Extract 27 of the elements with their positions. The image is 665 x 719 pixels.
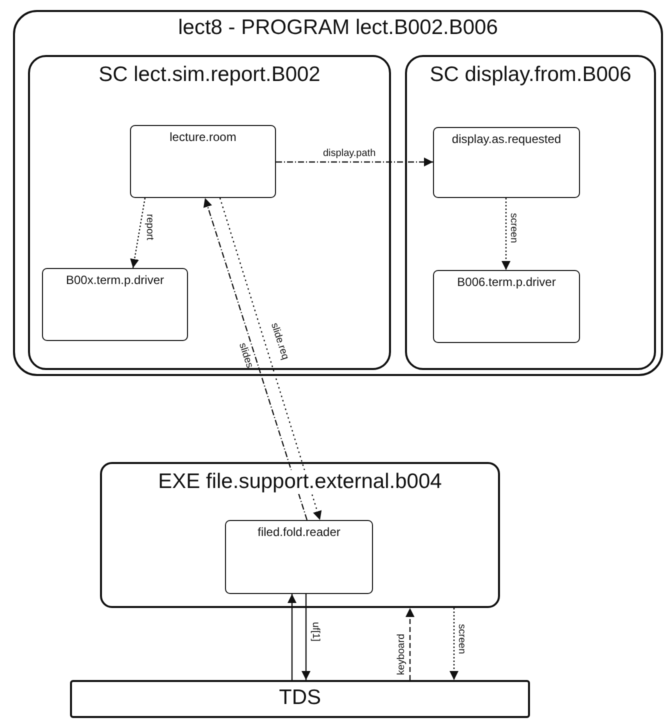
- arrow: [203, 198, 308, 520]
- group-box: [13, 10, 663, 376]
- edge-label: screen: [456, 624, 466, 654]
- arrow: [276, 158, 433, 166]
- group-box: [405, 55, 656, 370]
- edge-label: keyboard: [397, 634, 407, 675]
- process-box: [42, 268, 188, 341]
- group-box: [28, 55, 391, 370]
- edge-label: slides: [236, 342, 254, 370]
- arrow: [130, 198, 146, 268]
- edge-label: slide.req: [268, 322, 290, 362]
- process-box: [130, 125, 276, 198]
- arrow: [288, 594, 296, 680]
- arrow: [219, 198, 322, 520]
- edge-label: screen: [508, 213, 518, 244]
- arrow: [502, 198, 510, 270]
- arrow: [406, 608, 414, 680]
- edge-label: display.path: [323, 149, 376, 159]
- arrow: [450, 608, 458, 680]
- arrow: [302, 594, 310, 680]
- process-box: [433, 127, 580, 198]
- process-box: [225, 520, 373, 594]
- process-box: [433, 270, 580, 343]
- edge-label: uf[1]: [310, 622, 320, 642]
- edge-label: report: [144, 214, 154, 240]
- group-box: [70, 680, 530, 718]
- group-box: [100, 462, 500, 608]
